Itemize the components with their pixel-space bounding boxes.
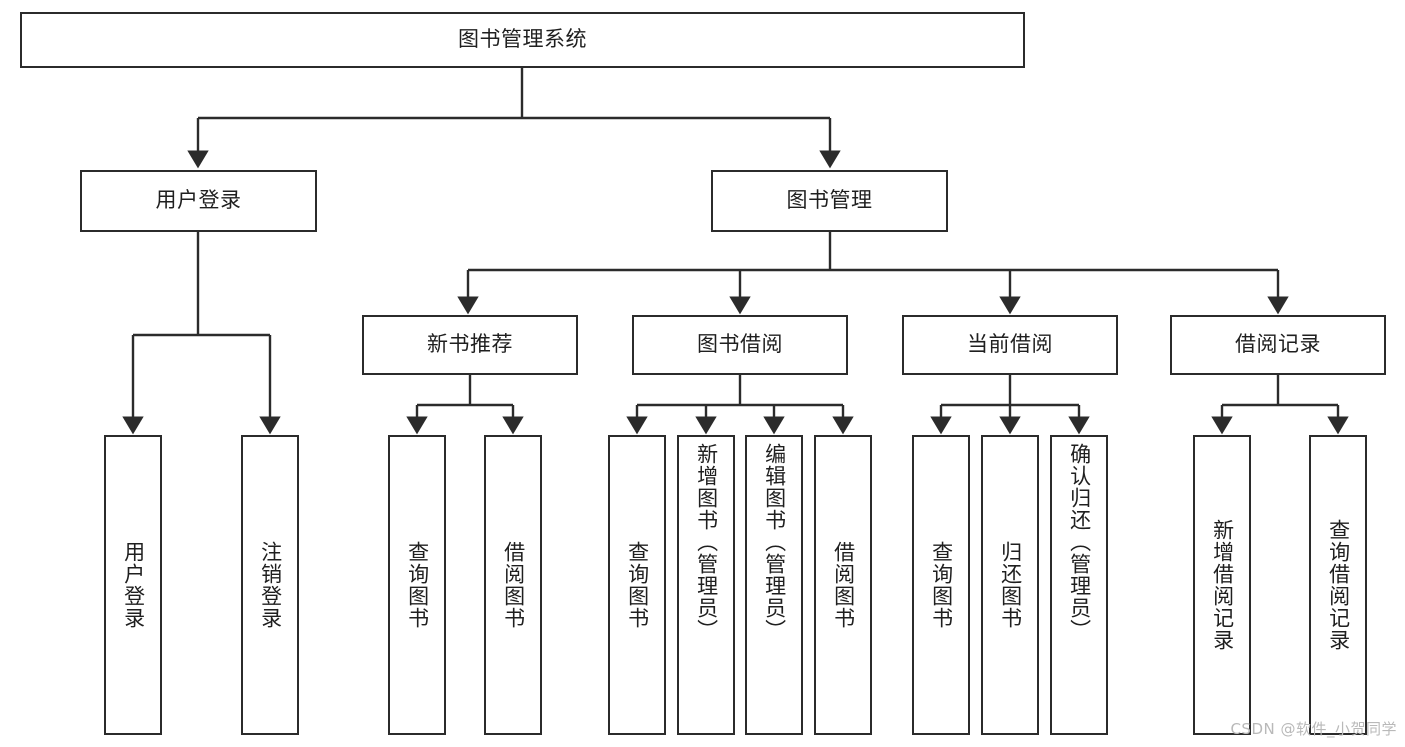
leaf-user-logout-label: 注销登录 [258, 541, 283, 629]
leaf-borrow-lend-book[interactable]: 借阅图书 [814, 435, 872, 735]
leaf-user-logout[interactable]: 注销登录 [241, 435, 299, 735]
watermark: CSDN @软件_小贺同学 [1230, 720, 1397, 738]
leaf-borrow-edit-book[interactable]: 编辑图书（管理员） [745, 435, 803, 735]
node-borrow-record-label: 借阅记录 [1235, 332, 1321, 357]
node-root[interactable]: 图书管理系统 [20, 12, 1025, 68]
leaf-recommend-borrow-book-label: 借阅图书 [501, 541, 526, 629]
leaf-borrow-query-book-label: 查询图书 [625, 541, 650, 629]
leaf-current-confirm-return-label: 确认归还（管理员） [1067, 443, 1092, 641]
leaf-borrow-edit-book-label: 编辑图书（管理员） [762, 443, 787, 641]
leaf-borrow-lend-book-label: 借阅图书 [831, 541, 856, 629]
node-new-book-recommend-label: 新书推荐 [427, 332, 513, 357]
leaf-record-add-label: 新增借阅记录 [1210, 519, 1235, 651]
leaf-current-return-book[interactable]: 归还图书 [981, 435, 1039, 735]
leaf-borrow-add-book-label: 新增图书（管理员） [694, 443, 719, 641]
leaf-user-login[interactable]: 用户登录 [104, 435, 162, 735]
leaf-current-query-book-label: 查询图书 [929, 541, 954, 629]
leaf-user-login-label: 用户登录 [121, 541, 146, 629]
leaf-record-search-label: 查询借阅记录 [1326, 519, 1351, 651]
leaf-current-return-book-label: 归还图书 [998, 541, 1023, 629]
node-current-borrow-label: 当前借阅 [967, 332, 1053, 357]
leaf-record-add[interactable]: 新增借阅记录 [1193, 435, 1251, 735]
node-book-manage[interactable]: 图书管理 [711, 170, 948, 232]
node-user-login[interactable]: 用户登录 [80, 170, 317, 232]
node-borrow-record[interactable]: 借阅记录 [1170, 315, 1386, 375]
leaf-record-search[interactable]: 查询借阅记录 [1309, 435, 1367, 735]
leaf-borrow-query-book[interactable]: 查询图书 [608, 435, 666, 735]
node-book-manage-label: 图书管理 [786, 188, 873, 213]
node-user-login-label: 用户登录 [155, 188, 242, 213]
node-new-book-recommend[interactable]: 新书推荐 [362, 315, 578, 375]
leaf-current-confirm-return[interactable]: 确认归还（管理员） [1050, 435, 1108, 735]
leaf-current-query-book[interactable]: 查询图书 [912, 435, 970, 735]
leaf-recommend-query-book[interactable]: 查询图书 [388, 435, 446, 735]
node-root-label: 图书管理系统 [458, 27, 587, 52]
node-book-borrow-label: 图书借阅 [697, 332, 783, 357]
leaf-recommend-borrow-book[interactable]: 借阅图书 [484, 435, 542, 735]
leaf-borrow-add-book[interactable]: 新增图书（管理员） [677, 435, 735, 735]
node-book-borrow[interactable]: 图书借阅 [632, 315, 848, 375]
leaf-recommend-query-book-label: 查询图书 [405, 541, 430, 629]
node-current-borrow[interactable]: 当前借阅 [902, 315, 1118, 375]
